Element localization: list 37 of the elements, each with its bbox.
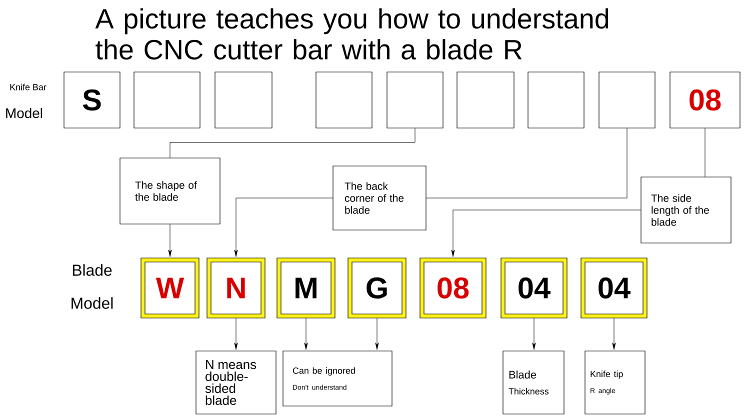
row-label: Knife Bar — [10, 84, 46, 90]
code-box: G — [348, 258, 406, 318]
connector-line — [704, 128, 706, 177]
arrow — [375, 318, 379, 350]
arrow — [532, 318, 536, 350]
code-box — [598, 72, 656, 128]
code-box — [134, 72, 200, 128]
connector-line — [426, 128, 628, 198]
row-label: Model — [6, 108, 42, 118]
title: A picture teaches you how to understand the CNC cutter bar with a blade R — [95, 8, 608, 60]
code-box — [316, 72, 372, 128]
code-box: 04 — [500, 258, 568, 318]
callout-box: The back corner of the blade — [332, 166, 426, 230]
arrow — [234, 318, 238, 350]
arrow — [451, 210, 641, 257]
code-box — [456, 72, 514, 128]
code-box: 04 — [580, 258, 648, 318]
row-label: Model — [72, 297, 113, 309]
code-box: S — [64, 72, 120, 128]
callout-box: Blade Thickness — [502, 350, 564, 414]
code-box — [386, 72, 444, 128]
code-box: M — [276, 258, 336, 318]
callout-box: The shape of the blade — [120, 158, 220, 224]
callout-box: N means double-sided blade — [196, 350, 276, 414]
arrow — [234, 198, 333, 257]
code-box: N — [206, 258, 266, 318]
arrow — [304, 318, 308, 350]
code-box: 08 — [420, 258, 486, 318]
code-box — [214, 72, 272, 128]
code-box: W — [140, 258, 200, 318]
arrow — [612, 318, 616, 350]
callout-box: The side length of the blade — [640, 176, 732, 244]
arrow — [168, 224, 172, 257]
code-box: 08 — [670, 72, 740, 128]
connector-line — [170, 128, 416, 158]
code-box — [528, 72, 584, 128]
row-label: Blade — [72, 264, 112, 276]
